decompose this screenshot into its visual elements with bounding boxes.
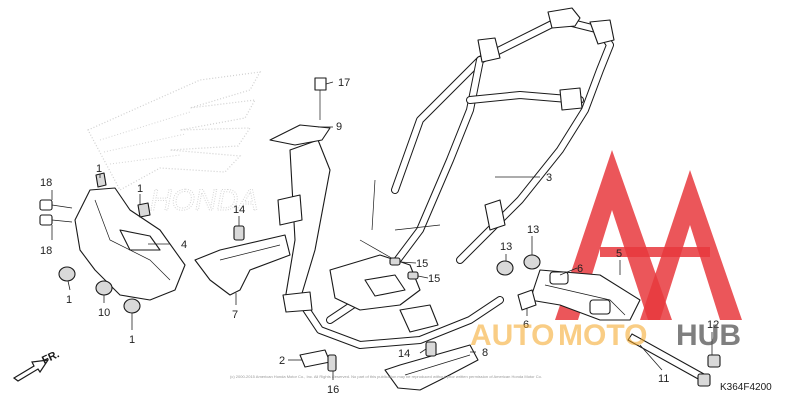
bolt-14-left [233, 225, 245, 241]
callout-15-top: 15 [416, 258, 428, 270]
watermark-moto: MOTO [558, 319, 647, 352]
bolt-1-mid [137, 202, 151, 218]
bushing-13-b [523, 254, 541, 270]
callout-14-right: 14 [398, 348, 410, 360]
watermark-text: AUTO MOTO HUB [470, 319, 741, 352]
stay-part-2 [299, 349, 337, 372]
floor-step-part-8 [384, 341, 479, 391]
honda-wordmark: HONDA [150, 184, 258, 217]
watermark-hub: HUB [676, 319, 741, 352]
callout-5: 5 [616, 248, 622, 260]
leader-lines [51, 81, 713, 380]
bolt-1-top [95, 172, 107, 188]
bolt-14-right [425, 341, 437, 357]
callout-9: 9 [336, 121, 342, 133]
callout-2: 2 [279, 355, 285, 367]
bracket-assembly-part-4 [74, 172, 186, 301]
clips-15 [389, 257, 419, 280]
copyright-text: (c) 2000-2015 American Honda Motor Co., … [230, 374, 542, 379]
callout-15-bottom: 15 [428, 273, 440, 285]
callout-14-left: 14 [233, 204, 245, 216]
engine-hanger-part-5 [496, 254, 641, 321]
callout-1-bottom: 1 [129, 334, 135, 346]
callout-3: 3 [546, 172, 552, 184]
callout-18-top: 18 [40, 177, 52, 189]
rubber-grommets [58, 266, 141, 314]
bushing-13-a [496, 260, 514, 276]
honda-wing-logo: HONDA [87, 71, 262, 218]
callout-11: 11 [658, 373, 669, 385]
main-frame-part-3 [296, 7, 615, 349]
callout-10: 10 [98, 307, 110, 319]
head-pipe-bracket [269, 77, 331, 313]
front-direction-marker: FR. [12, 348, 61, 382]
callout-13-left: 13 [500, 241, 512, 253]
callout-1-top: 1 [96, 163, 102, 175]
floor-step-part-7 [194, 225, 291, 296]
callout-16: 16 [327, 384, 339, 396]
callout-6-top: 6 [577, 263, 583, 275]
callout-6-bottom: 6 [523, 319, 529, 331]
long-bolt-part-11 [627, 333, 721, 387]
callout-18-bottom: 18 [40, 245, 52, 257]
callout-13-right: 13 [527, 224, 539, 236]
bolts-18 [39, 199, 73, 226]
callout-4: 4 [181, 239, 187, 251]
bolt-17 [314, 77, 327, 91]
watermark-auto: AUTO [470, 319, 554, 352]
front-label: FR. [40, 348, 61, 366]
callout-17: 17 [338, 77, 350, 89]
callout-1-left: 1 [66, 294, 72, 306]
callout-8: 8 [482, 347, 488, 359]
bolt-16 [327, 354, 337, 372]
nut-12 [707, 354, 721, 368]
diagram-code: K364F4200 [720, 382, 772, 393]
callout-7: 7 [232, 309, 238, 321]
callout-labels: 1 1 18 18 4 1 10 1 17 9 3 14 7 14 8 2 16… [40, 77, 719, 396]
callout-12: 12 [707, 319, 719, 331]
callout-1-mid: 1 [137, 183, 143, 195]
